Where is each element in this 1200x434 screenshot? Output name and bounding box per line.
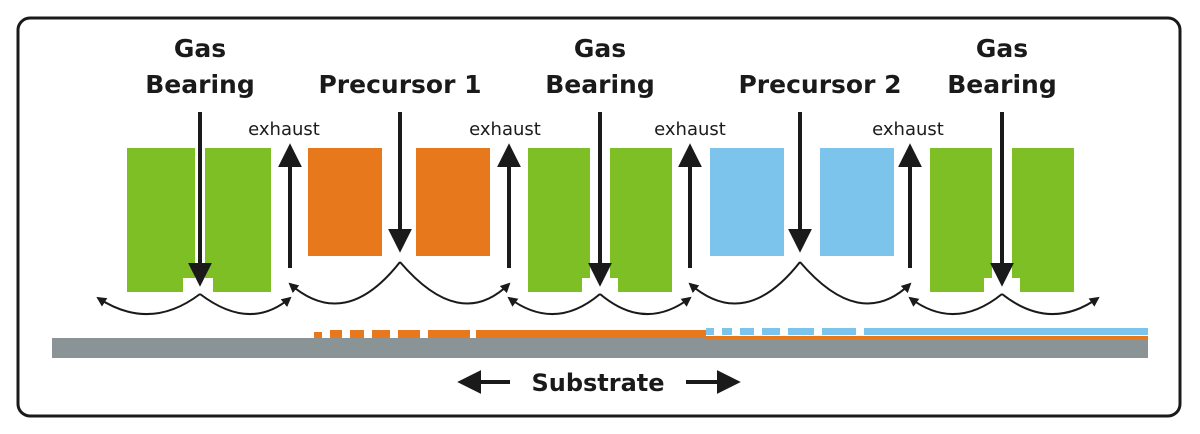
precursor-1-head <box>308 148 490 256</box>
precursor-1-label: Precursor 1 <box>318 70 481 99</box>
gas-bearing-1-label-line2: Bearing <box>145 70 254 99</box>
precursor-2-head <box>710 148 894 256</box>
gas-bearing-head-1 <box>127 148 271 292</box>
substrate-base <box>52 338 1148 358</box>
exhaust-label-3: exhaust <box>654 119 726 140</box>
gas-bearing-2-label-line1: Gas <box>574 34 626 63</box>
gas-bearing-head-3 <box>930 148 1074 292</box>
gas-bearing-head-2 <box>528 148 672 292</box>
gas-bearing-3-label-line2: Bearing <box>947 70 1056 99</box>
gas-bearing-3-label-line1: Gas <box>976 34 1028 63</box>
precursor-2-layer <box>706 328 1148 335</box>
precursor-2-label: Precursor 2 <box>738 70 901 99</box>
substrate-label: Substrate <box>531 369 664 397</box>
exhaust-arrows <box>278 143 922 268</box>
precursor-1-layer <box>314 330 1148 339</box>
inlet-arrows <box>188 112 1014 287</box>
flow-arcs <box>96 261 1100 316</box>
exhaust-label-4: exhaust <box>872 119 944 140</box>
exhaust-label-1: exhaust <box>248 119 320 140</box>
gas-bearing-1-label-line1: Gas <box>174 34 226 63</box>
gas-bearing-2-label-line2: Bearing <box>545 70 654 99</box>
exhaust-label-2: exhaust <box>469 119 541 140</box>
